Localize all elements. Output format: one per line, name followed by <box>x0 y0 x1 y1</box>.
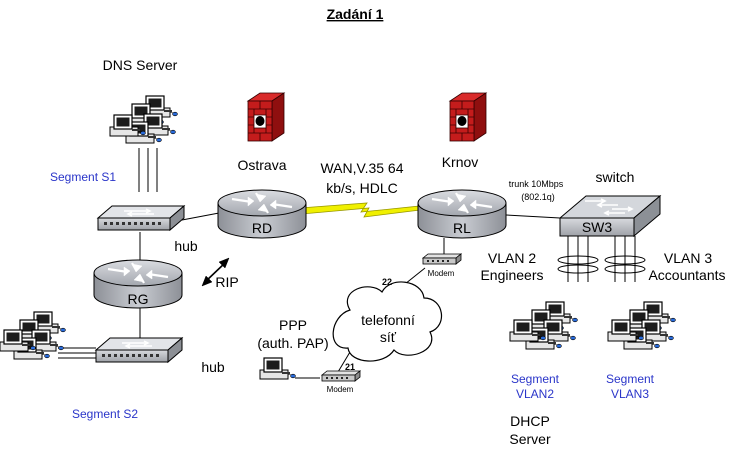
firewall-krnov-icon <box>449 92 487 142</box>
router-rl-label: RL <box>453 220 471 236</box>
cloud-label-line1: telefonní <box>361 312 415 328</box>
vlan2-group-ring-2 <box>557 264 599 274</box>
wan-label-line1: WAN,V.35 64 <box>320 160 403 176</box>
hub-bottom-label: hub <box>201 359 225 375</box>
cloud-label-line2: síť <box>380 329 397 345</box>
pc-cluster-dns <box>109 95 178 144</box>
router-rg[interactable]: RG <box>92 258 184 310</box>
trunk-label-line1: trunk 10Mbps <box>509 179 564 189</box>
krnov-label: Krnov <box>442 154 479 170</box>
router-rd-label: RD <box>252 220 272 236</box>
pc-cluster-vlan3 <box>607 301 677 350</box>
segment-vlan2-label-line1: Segment <box>511 372 560 386</box>
port-22-label: 22 <box>382 277 392 287</box>
vlan3-label-line1: VLAN 3 <box>664 250 712 266</box>
segment-vlan3-label-line1: Segment <box>606 372 655 386</box>
segment-vlan2-label-line2: VLAN2 <box>516 387 554 401</box>
segment-vlan3-label-line2: VLAN3 <box>611 387 649 401</box>
ostrava-label: Ostrava <box>237 157 286 173</box>
switch-sw3[interactable]: SW3 <box>558 194 662 238</box>
segment-s1-label: Segment S1 <box>50 170 116 184</box>
vlan3-group-ring-2 <box>604 264 646 274</box>
page-title: Zadání 1 <box>327 6 384 22</box>
pc-cluster-s2 <box>0 311 67 360</box>
ppp-label-line1: PPP <box>279 317 307 333</box>
dhcp-label-line1: DHCP <box>510 413 550 429</box>
dns-server-label: DNS Server <box>103 57 178 73</box>
hub-top[interactable] <box>97 205 185 231</box>
wan-link-lightning <box>299 202 421 218</box>
modem-rl[interactable]: Modem <box>422 253 462 278</box>
modem-rl-label: Modem <box>428 269 455 278</box>
phone-network-cloud: telefonní síť <box>332 281 443 362</box>
dhcp-label-line2: Server <box>509 431 551 447</box>
port-21-label: 21 <box>345 362 355 372</box>
router-rg-label: RG <box>128 291 149 307</box>
vlan2-label-line1: VLAN 2 <box>488 250 536 266</box>
router-rl[interactable]: RL <box>416 188 508 240</box>
vlan2-group-ring <box>557 255 599 265</box>
switch-label: switch <box>596 169 635 185</box>
connections <box>58 148 636 379</box>
modem-ppp-label: Modem <box>327 385 354 394</box>
vlan3-group-ring <box>604 255 646 265</box>
trunk-label-line2: (802.1q) <box>521 192 555 202</box>
pc-ppp-client <box>259 357 296 380</box>
switch-sw3-label: SW3 <box>582 219 613 235</box>
pc-cluster-vlan2 <box>509 301 579 350</box>
wan-label-line2: kb/s, HDLC <box>326 180 398 196</box>
hub-top-label: hub <box>174 238 198 254</box>
vlan2-label-line2: Engineers <box>480 267 543 283</box>
router-rd[interactable]: RD <box>216 188 308 240</box>
hub-bottom[interactable] <box>95 337 183 363</box>
segment-s2-label: Segment S2 <box>72 407 138 421</box>
rip-arrow-icon <box>201 257 230 287</box>
rip-label: RIP <box>215 274 238 290</box>
ppp-label-line2: (auth. PAP) <box>257 335 328 351</box>
firewall-ostrava-icon <box>247 92 285 142</box>
vlan3-label-line2: Accountants <box>648 267 725 283</box>
modem-ppp[interactable]: Modem <box>321 370 361 394</box>
